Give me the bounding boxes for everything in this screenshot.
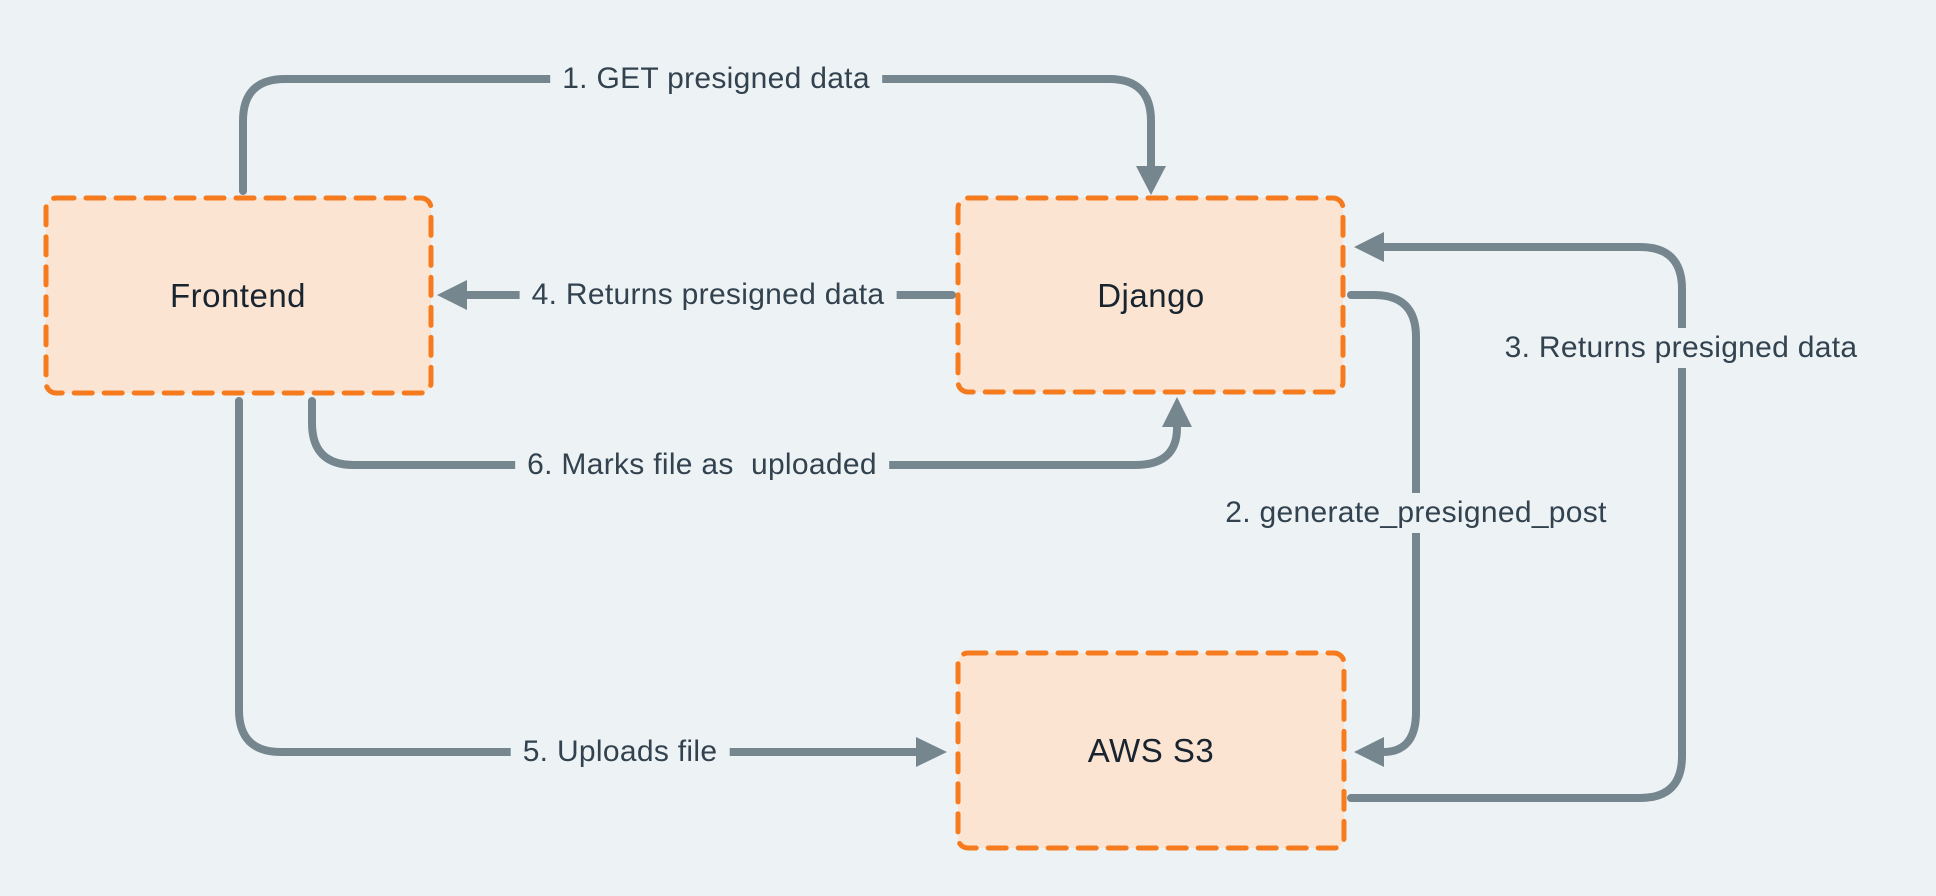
edge-2-line bbox=[1347, 291, 1420, 756]
django-node-label: Django bbox=[1097, 277, 1205, 314]
edge-1-arrowhead-icon bbox=[1136, 166, 1166, 195]
edge-2-arrowhead-icon bbox=[1354, 737, 1384, 767]
edge-label-5: 5. Uploads file bbox=[510, 732, 730, 772]
aws-s3-node bbox=[955, 650, 1347, 851]
edge-6-arrowhead-icon bbox=[1162, 397, 1192, 427]
edge-label-6: 6. Marks file as uploaded bbox=[515, 445, 889, 485]
django-node bbox=[955, 195, 1346, 395]
edge-label-3: 3. Returns presigned data bbox=[1492, 328, 1870, 368]
edge-label-2: 2. generate_presigned_post bbox=[1213, 493, 1619, 533]
edge-6-line bbox=[308, 397, 1181, 469]
edge-5-line bbox=[235, 397, 919, 756]
edge-label-4: 4. Returns presigned data bbox=[519, 275, 897, 315]
edge-5-arrowhead-icon bbox=[916, 737, 947, 767]
edge-3-arrowhead-icon bbox=[1354, 232, 1384, 262]
edge-4-arrowhead-icon bbox=[437, 280, 467, 310]
frontend-node-label: Frontend bbox=[169, 277, 307, 314]
edge-label-1: 1. GET presigned data bbox=[550, 59, 882, 99]
frontend-node bbox=[43, 195, 434, 396]
edge-3-line bbox=[1347, 243, 1686, 802]
aws-s3-node-label: AWS S3 bbox=[1087, 732, 1215, 769]
